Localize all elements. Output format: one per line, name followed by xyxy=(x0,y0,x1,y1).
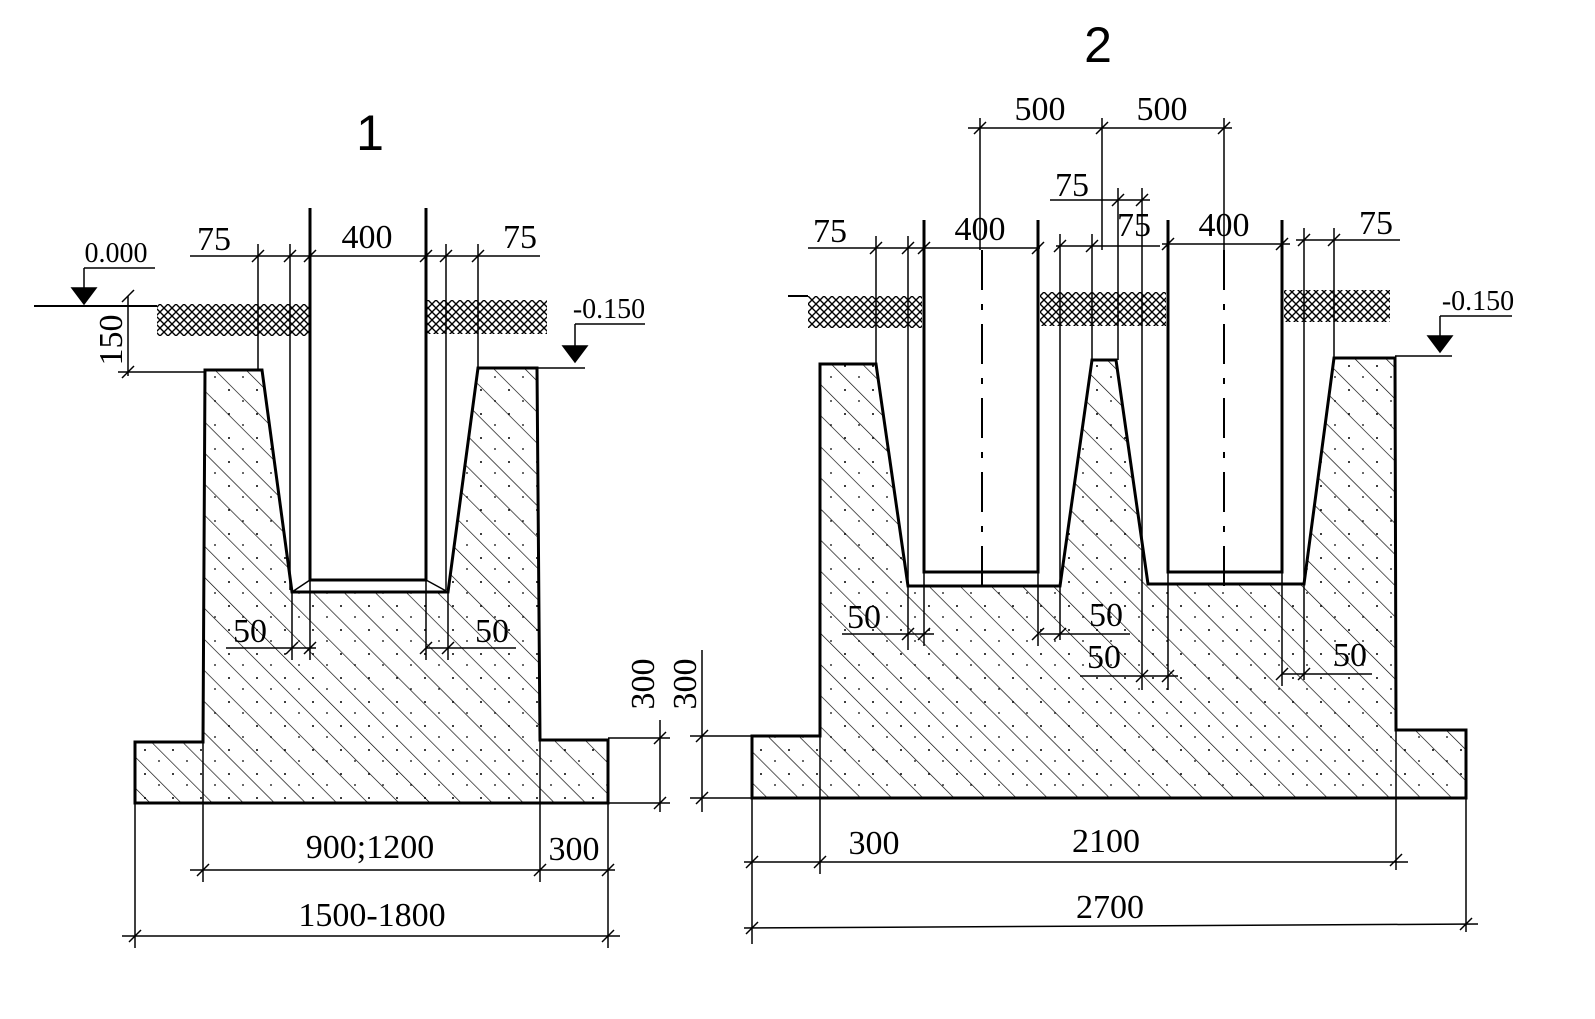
elevation-minus-0-150: -0.150 xyxy=(573,294,645,325)
dim-top-right-75: 75 xyxy=(503,219,537,256)
soil-layer-right xyxy=(1284,290,1390,322)
dim-right-50: 50 xyxy=(1333,637,1367,674)
dim-150: 150 xyxy=(93,315,130,366)
figure-1-number: 1 xyxy=(356,105,384,161)
dim-height-300: 300 xyxy=(625,659,662,710)
dim-top-400: 400 xyxy=(342,219,393,256)
dim-left-75: 75 xyxy=(813,213,847,250)
dim-left-50: 50 xyxy=(847,599,881,636)
dim-total-1500-1800: 1500-1800 xyxy=(298,897,445,934)
soil-layer-middle xyxy=(1040,292,1166,326)
dim-left-50: 50 xyxy=(233,613,267,650)
figure-1: 1 75 400 75 xyxy=(34,105,670,948)
soil-layer-left xyxy=(808,296,922,328)
dim-right-400: 400 xyxy=(1199,207,1250,244)
figure-2-number: 2 xyxy=(1084,17,1112,73)
dim-left-400: 400 xyxy=(955,211,1006,248)
dim-bottom-900-1200: 900;1200 xyxy=(306,829,434,866)
column-1 xyxy=(308,208,428,582)
dim-top-500-left: 500 xyxy=(1015,91,1066,128)
dim-middle-75-upper: 75 xyxy=(1055,167,1089,204)
dim-middle-50-upper: 50 xyxy=(1089,597,1123,634)
elevation-minus-0-150: -0.150 xyxy=(1442,286,1514,317)
soil-layer-right xyxy=(427,300,547,334)
dim-middle-75-lower: 75 xyxy=(1117,207,1151,244)
dim-middle-50-lower: 50 xyxy=(1087,639,1121,676)
dim-total-2700: 2700 xyxy=(1076,889,1144,926)
dim-bottom-300: 300 xyxy=(549,831,600,868)
dim-top-500-right: 500 xyxy=(1137,91,1188,128)
dim-bottom-300: 300 xyxy=(849,825,900,862)
soil-layer-left xyxy=(157,304,309,336)
dim-right-75: 75 xyxy=(1359,205,1393,242)
figure-2: 2 500 500 xyxy=(667,17,1514,944)
dim-height-300: 300 xyxy=(667,659,704,710)
elevation-0-000: 0.000 xyxy=(85,238,148,269)
dim-top-left-75: 75 xyxy=(197,221,231,258)
dim-bottom-2100: 2100 xyxy=(1072,823,1140,860)
dim-right-50: 50 xyxy=(475,613,509,650)
